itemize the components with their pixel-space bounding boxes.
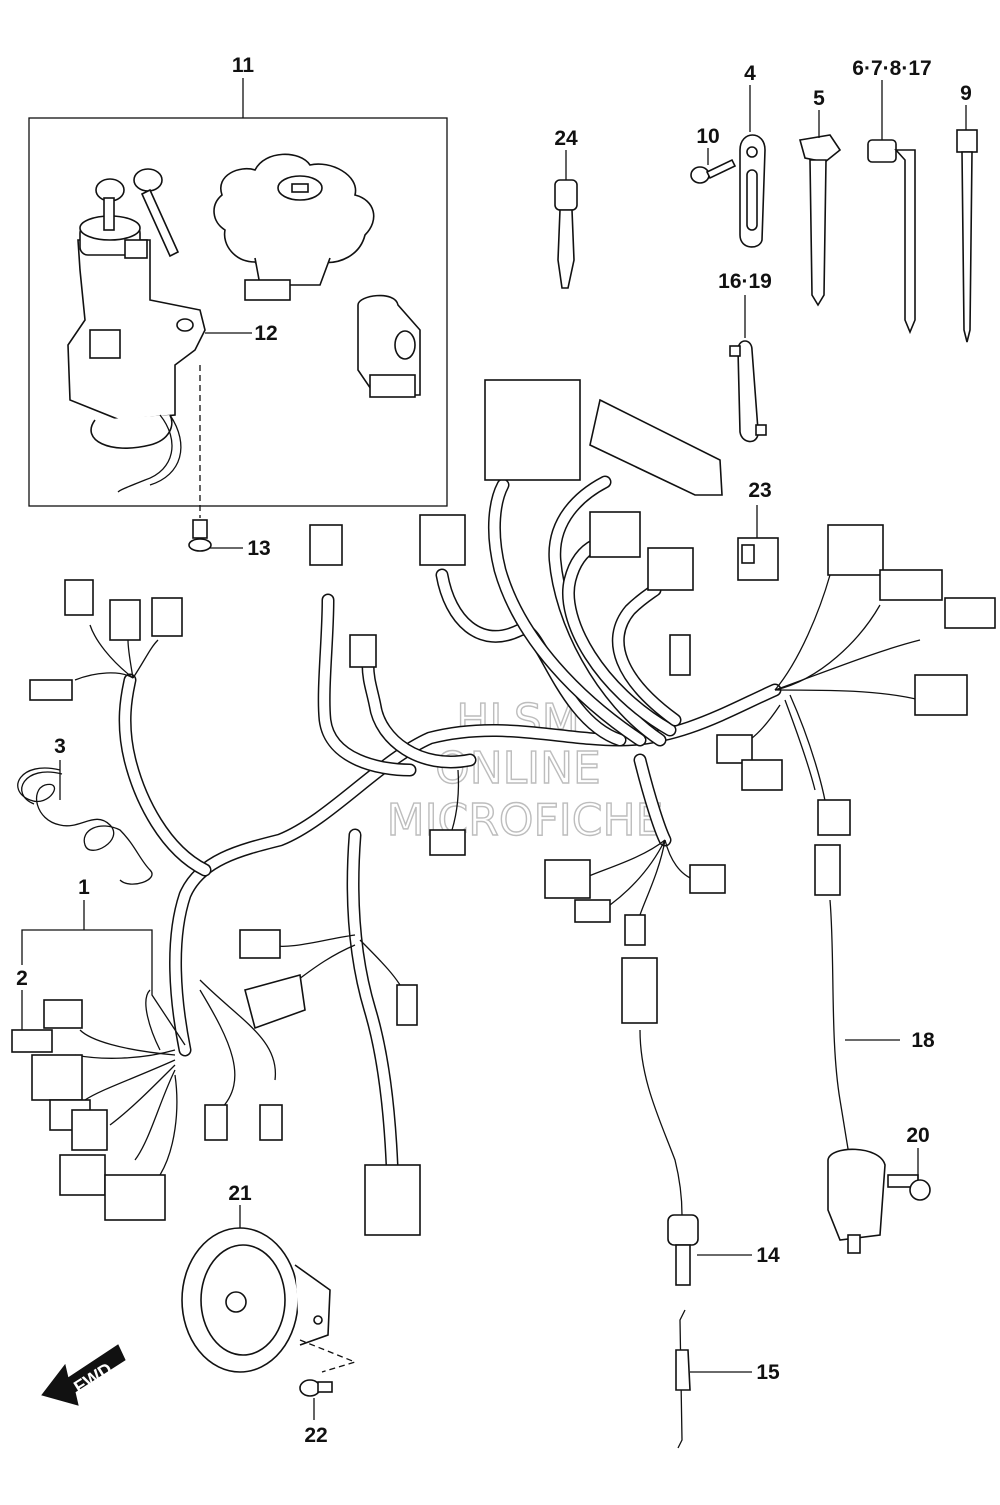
connector[interactable] — [104, 1174, 166, 1221]
connector[interactable] — [239, 929, 281, 959]
callout-13: 13 — [247, 537, 270, 560]
connector[interactable] — [364, 1164, 421, 1236]
callout-9: 9 — [960, 82, 972, 105]
watermark-line-2: ONLINE — [435, 743, 601, 794]
bolt-22[interactable] — [299, 1379, 333, 1397]
connector[interactable] — [716, 734, 753, 764]
connector[interactable] — [309, 524, 343, 566]
connector[interactable] — [59, 1154, 106, 1196]
callout-21: 21 — [228, 1182, 252, 1205]
connector[interactable] — [244, 973, 306, 1030]
screw-10[interactable] — [690, 158, 737, 184]
leader-horn-bolt — [299, 1339, 357, 1373]
connector[interactable] — [419, 514, 466, 566]
callout-12: 12 — [254, 322, 277, 345]
callout-3: 3 — [54, 735, 66, 758]
connector[interactable] — [31, 1054, 83, 1101]
callout-5: 5 — [813, 87, 825, 110]
callout-11: 11 — [232, 54, 255, 77]
screw-13[interactable] — [188, 519, 212, 552]
callout-18: 18 — [911, 1029, 935, 1052]
callout-4: 4 — [744, 62, 756, 85]
connector[interactable] — [814, 844, 841, 896]
connector[interactable] — [43, 999, 83, 1029]
callout-14: 14 — [756, 1244, 780, 1267]
horn-21[interactable] — [181, 1227, 331, 1373]
rod-15[interactable] — [675, 1309, 691, 1449]
switch-18[interactable] — [827, 1148, 886, 1254]
callout-10: 10 — [696, 125, 719, 148]
leader-1-bracket — [21, 929, 186, 1046]
watermark-line-3: MICROFICHE — [387, 795, 664, 846]
connector[interactable] — [879, 569, 943, 601]
connector[interactable] — [71, 1109, 108, 1151]
wiring-harness[interactable] — [74, 475, 921, 1216]
relay-23[interactable] — [737, 537, 779, 581]
callout-15: 15 — [756, 1361, 780, 1384]
connector[interactable] — [484, 379, 581, 481]
key-24[interactable] — [554, 179, 578, 289]
connectors[interactable] — [11, 379, 996, 1236]
lock-set-box — [28, 117, 448, 507]
bolt-20[interactable] — [887, 1174, 931, 1201]
ignition-switch[interactable] — [67, 168, 206, 493]
clamp-6-7-8-17[interactable] — [867, 139, 916, 335]
connector[interactable] — [259, 1104, 283, 1141]
callout-2: 2 — [16, 967, 28, 990]
connector[interactable] — [669, 634, 691, 676]
fwd-arrow-icon: FWD — [41, 1344, 126, 1406]
connector[interactable] — [624, 914, 646, 946]
callout-22: 22 — [304, 1424, 327, 1447]
connector[interactable] — [151, 597, 183, 637]
clamp-5[interactable] — [798, 134, 842, 307]
connector[interactable] — [914, 674, 968, 716]
connector[interactable] — [647, 547, 694, 591]
wire-3[interactable] — [17, 767, 153, 885]
connector[interactable] — [621, 957, 658, 1024]
callout-20: 20 — [906, 1124, 929, 1147]
connector[interactable] — [29, 679, 73, 701]
connector[interactable] — [49, 1099, 91, 1131]
callout-1: 1 — [78, 876, 90, 899]
tie-9[interactable] — [956, 129, 978, 343]
callout-labels: 11 24 10 4 5 6·7·8·17 9 16·19 12 23 13 3… — [16, 54, 972, 1447]
fuel-cap[interactable] — [213, 153, 375, 301]
connector[interactable] — [944, 597, 996, 629]
connector[interactable] — [589, 511, 641, 558]
connector[interactable] — [827, 524, 884, 576]
connector[interactable] — [574, 899, 611, 923]
connector[interactable] — [64, 579, 94, 616]
connector[interactable] — [11, 1029, 53, 1053]
callout-16-19: 16·19 — [718, 270, 772, 293]
watermark: HLSM ONLINE MICROFICHE — [386, 694, 664, 846]
connector[interactable] — [544, 859, 591, 899]
connector[interactable] — [689, 864, 726, 894]
sensor-14[interactable] — [667, 1214, 699, 1286]
connector[interactable] — [741, 759, 783, 791]
seat-lock[interactable] — [357, 294, 421, 398]
connector[interactable] — [589, 398, 723, 496]
connector[interactable] — [429, 829, 466, 856]
connector[interactable] — [204, 1104, 228, 1141]
connector[interactable] — [396, 984, 418, 1026]
callout-23: 23 — [748, 479, 771, 502]
connector[interactable] — [109, 599, 141, 641]
callout-6-7-8-17: 6·7·8·17 — [852, 57, 931, 80]
connector[interactable] — [817, 799, 851, 836]
callout-24: 24 — [554, 127, 578, 150]
clamp-16-19[interactable] — [729, 340, 767, 443]
connector[interactable] — [349, 634, 377, 668]
clamp-4[interactable] — [739, 134, 766, 248]
